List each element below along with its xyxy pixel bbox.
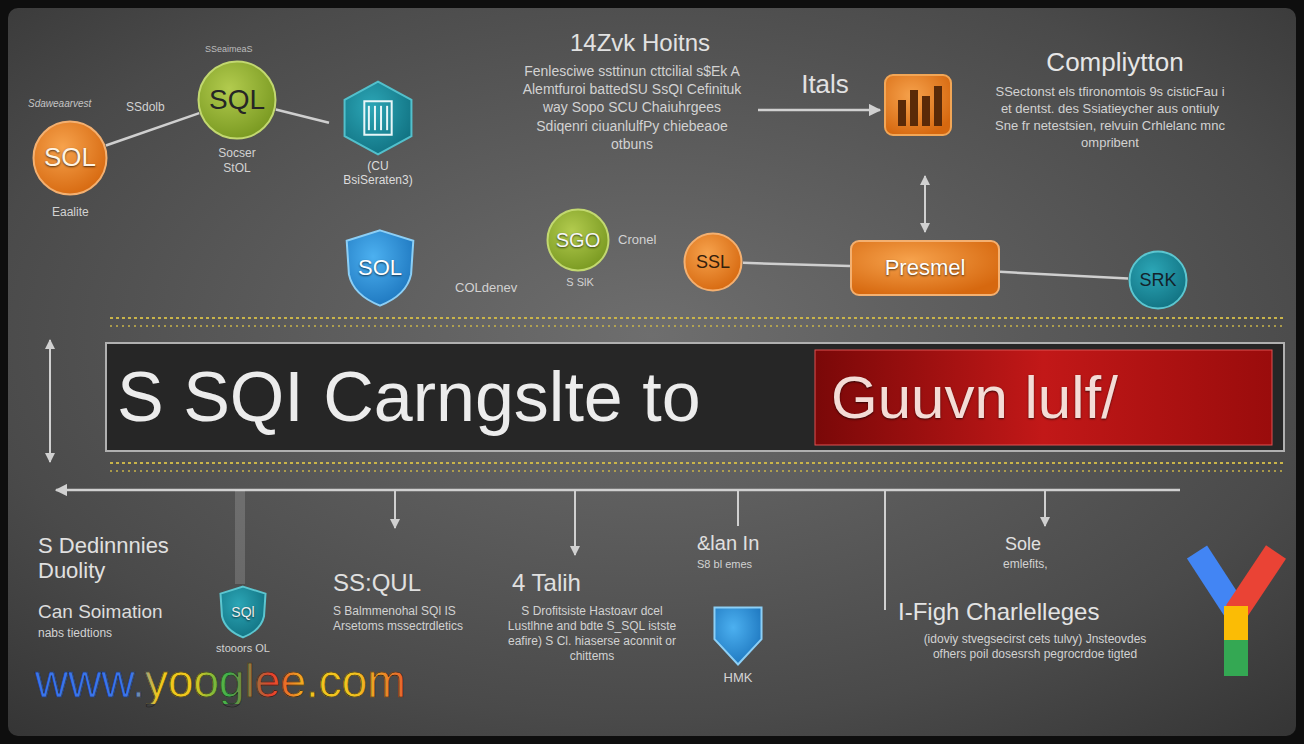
shield-label: SOL: [358, 255, 402, 280]
section-note: nabs tiedtions: [38, 626, 112, 641]
marker-pentagon: HMK: [710, 605, 766, 688]
section-heading: SS:QUL: [333, 568, 421, 598]
marker-pentagon-outline: [710, 605, 766, 667]
circle-label: SQL: [209, 84, 265, 116]
section-heading: &lan In: [697, 531, 759, 556]
sql-circle: SQL: [197, 60, 277, 140]
double-arrow: [49, 340, 51, 462]
light-beam: [235, 490, 245, 584]
ssl-circle: SSL: [683, 232, 743, 292]
section-heading: S Dedinnnies Duolity: [38, 533, 213, 584]
connector-line: [743, 263, 850, 266]
pointer-arrow: [758, 109, 880, 112]
paragraph-text: (idoviy stvegsecirst cets tulvy) Jnsteov…: [910, 632, 1160, 662]
drop-arrow: [1044, 490, 1046, 526]
process-box: Presmel: [850, 240, 1000, 296]
sol-shield: SOL: [343, 228, 417, 308]
box-label: Presmel: [885, 255, 966, 280]
arrow-label: Itals: [801, 68, 849, 101]
paragraph-text: S Drofitsiste Hastoavr dcel Lustlhne and…: [503, 604, 681, 664]
drop-arrow: [394, 490, 396, 528]
node-note: COLdenev: [455, 280, 517, 296]
circle-label: SGO: [556, 229, 600, 252]
node-note: Eaalite: [52, 205, 89, 220]
icon-caption: (CU BsiSeraten3): [332, 160, 424, 188]
section-heading: Can Soimation: [38, 600, 163, 624]
sql-shield: SQl: [218, 585, 268, 639]
heading-text: 14Zvk Hoitns: [570, 28, 710, 58]
database-hexagon-outline: [340, 80, 416, 156]
connector-line: [1000, 272, 1128, 279]
paragraph-text: SSectonst els tfironomtois 9s cisticFau …: [990, 84, 1230, 152]
connector-line: [106, 113, 199, 145]
circle-label: SSL: [696, 252, 730, 273]
title-banner: S SQI Carngslte to Guuvn lulf/: [105, 342, 1285, 452]
dotted-band: [110, 470, 1285, 472]
drop-line: [737, 490, 739, 526]
dotted-band: [110, 317, 1285, 319]
section-heading: I-Figh Charlelleges: [898, 597, 1099, 627]
section-heading: Sole: [1005, 533, 1041, 556]
node-note: Cronel: [618, 232, 656, 248]
heading-text: Compliytton: [1046, 46, 1183, 79]
sgo-circle: SGO: [546, 208, 610, 272]
double-arrow: [924, 176, 926, 232]
small-note: SSeaimeaS: [205, 44, 253, 55]
banner-text: S SQI Carngslte to: [117, 357, 701, 438]
dotted-band: [110, 462, 1285, 464]
y-logo: [1197, 552, 1276, 676]
banner-text: Guuvn lulf/: [831, 363, 1118, 432]
section-note: emlefits,: [1003, 557, 1048, 572]
circle-label: SRK: [1139, 270, 1176, 291]
paragraph-text: Fenlesciwe ssttinun cttcilial s$Ek A Ale…: [518, 62, 746, 153]
node-note: S SlK: [566, 276, 594, 290]
baseline-arrow: [56, 489, 1180, 492]
section-heading: 4 Talih: [512, 568, 581, 598]
watermark: www.yooglee.com: [35, 658, 406, 704]
paragraph-text: S Balmmenohal SQl IS Arsetoms mssectrdle…: [333, 604, 483, 634]
board-ground: [8, 8, 1296, 736]
chart-icon: [885, 75, 951, 135]
section-note: S8 bl emes: [697, 558, 752, 572]
srk-circle: SRK: [1128, 250, 1188, 310]
connector-note: SSdolb: [126, 100, 165, 115]
drop-arrow: [574, 490, 576, 555]
node-note: Socser StOL: [206, 146, 268, 176]
small-note: Sdaweaarvest: [28, 98, 91, 111]
sol-circle: SOL: [32, 120, 108, 196]
drop-line: [884, 490, 886, 610]
connector-line: [276, 110, 329, 123]
icon-note: stooors OL: [216, 642, 270, 656]
database-hexagon: (CU BsiSeraten3): [329, 80, 427, 190]
dotted-band: [110, 325, 1285, 327]
banner-highlight: Guuvn lulf/: [815, 350, 1272, 445]
circle-label: SOL: [44, 143, 96, 173]
icon-caption: HMK: [724, 671, 753, 686]
shield-label: SQl: [231, 604, 254, 620]
